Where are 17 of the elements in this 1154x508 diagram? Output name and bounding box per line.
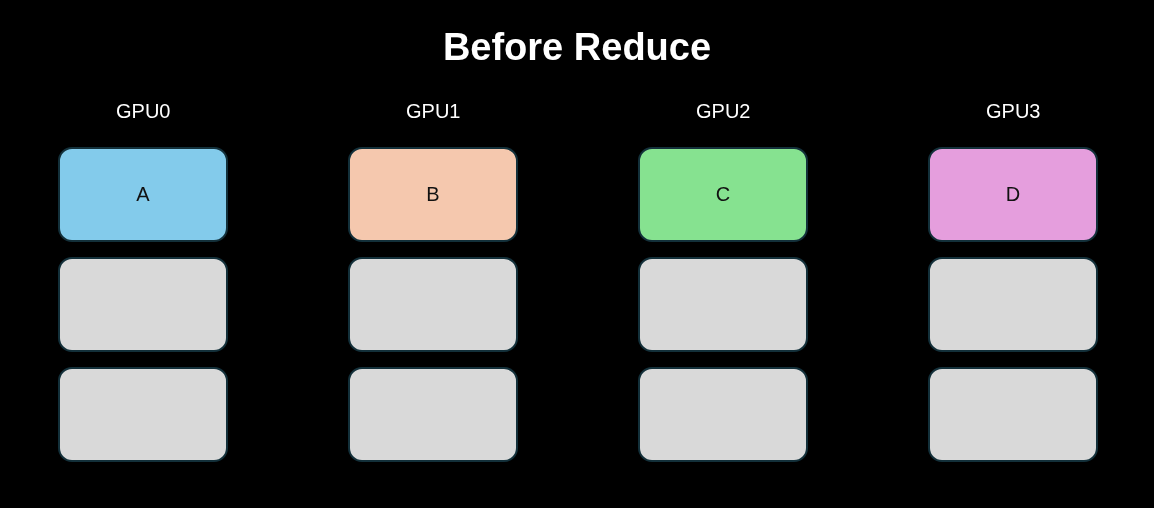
empty-box <box>928 257 1098 352</box>
data-box: C <box>638 147 808 242</box>
empty-box <box>58 257 228 352</box>
empty-box <box>348 367 518 462</box>
data-box: D <box>928 147 1098 242</box>
empty-box <box>348 257 518 352</box>
empty-box <box>58 367 228 462</box>
column-heading: GPU1 <box>406 100 461 123</box>
data-box: A <box>58 147 228 242</box>
empty-box <box>928 367 1098 462</box>
column-heading: GPU3 <box>986 100 1041 123</box>
column-heading: GPU0 <box>116 100 171 123</box>
empty-box <box>638 367 808 462</box>
data-box: B <box>348 147 518 242</box>
column-heading: GPU2 <box>696 100 751 123</box>
empty-box <box>638 257 808 352</box>
diagram-title: Before Reduce <box>441 26 713 69</box>
